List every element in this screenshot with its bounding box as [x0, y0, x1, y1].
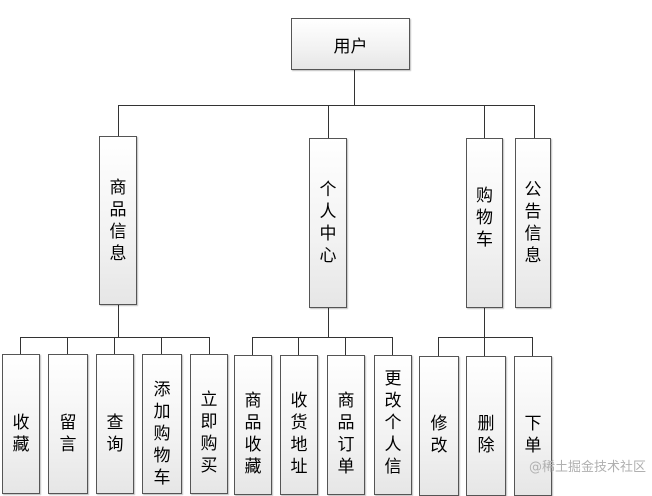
connector [438, 337, 439, 356]
leaf-place-order: 下单 [514, 356, 552, 496]
node-label: 购物车 [476, 186, 493, 250]
connector [484, 337, 485, 356]
leaf-add-to-cart: 添加购物车 [142, 354, 182, 494]
leaf-modify: 修改 [419, 356, 459, 496]
leaf-shipping-address: 收货地址 [280, 355, 318, 495]
node-personal-center: 个人中心 [309, 138, 347, 308]
diagram-canvas: 用户 商品信息 个人中心 购物车 公告信息 收藏 留言 查询 添加购物车 立即购… [2, 18, 646, 496]
leaf-label: 立即购买 [200, 390, 218, 476]
root-node-user: 用户 [291, 18, 410, 70]
connector [118, 305, 119, 338]
connector [484, 105, 485, 138]
root-node-label: 用户 [333, 36, 368, 57]
leaf-label: 删除 [477, 414, 495, 456]
leaf-label: 收藏 [12, 413, 30, 455]
leaf-label: 收货地址 [290, 391, 308, 477]
leaf-edit-personal-info: 更改个人信 [374, 355, 412, 495]
connector [67, 337, 68, 354]
connector [252, 337, 253, 355]
leaf-label: 商品收藏 [244, 391, 262, 477]
leaf-product-favorite: 商品收藏 [234, 355, 272, 495]
connector [328, 105, 329, 138]
leaf-label: 修改 [430, 414, 448, 456]
node-label: 商品信息 [109, 178, 127, 264]
leaf-favorite: 收藏 [2, 354, 40, 494]
connector [534, 105, 535, 138]
connector [118, 105, 534, 106]
connector [354, 70, 355, 105]
connector [114, 337, 115, 354]
node-notice-info: 公告信息 [515, 138, 551, 308]
leaf-delete: 删除 [466, 356, 506, 496]
leaf-product-order: 商品订单 [327, 355, 365, 495]
connector [484, 308, 485, 337]
leaf-label: 留言 [59, 413, 77, 455]
connector [345, 337, 346, 355]
connector [392, 337, 393, 355]
connector [161, 337, 162, 354]
leaf-buy-now: 立即购买 [190, 354, 228, 494]
leaf-label: 下单 [524, 414, 542, 456]
connector [532, 337, 533, 356]
connector [328, 308, 329, 337]
connector [298, 337, 299, 355]
leaf-comment: 留言 [48, 354, 88, 494]
connector [252, 337, 393, 338]
node-shopping-cart: 购物车 [466, 138, 503, 308]
leaf-label: 添加购物车 [153, 380, 171, 488]
node-label: 个人中心 [319, 180, 337, 266]
connector [20, 337, 210, 338]
connector [209, 337, 210, 354]
leaf-label: 更改个人信 [384, 369, 402, 477]
node-label: 公告信息 [524, 180, 542, 266]
leaf-label: 商品订单 [337, 391, 355, 477]
node-product-info: 商品信息 [99, 136, 137, 305]
watermark: @稀土掘金技术社区 [528, 460, 646, 475]
connector [20, 337, 21, 354]
connector [118, 105, 119, 136]
leaf-label: 查询 [106, 413, 124, 455]
leaf-query: 查询 [96, 354, 134, 494]
connector [438, 337, 533, 338]
